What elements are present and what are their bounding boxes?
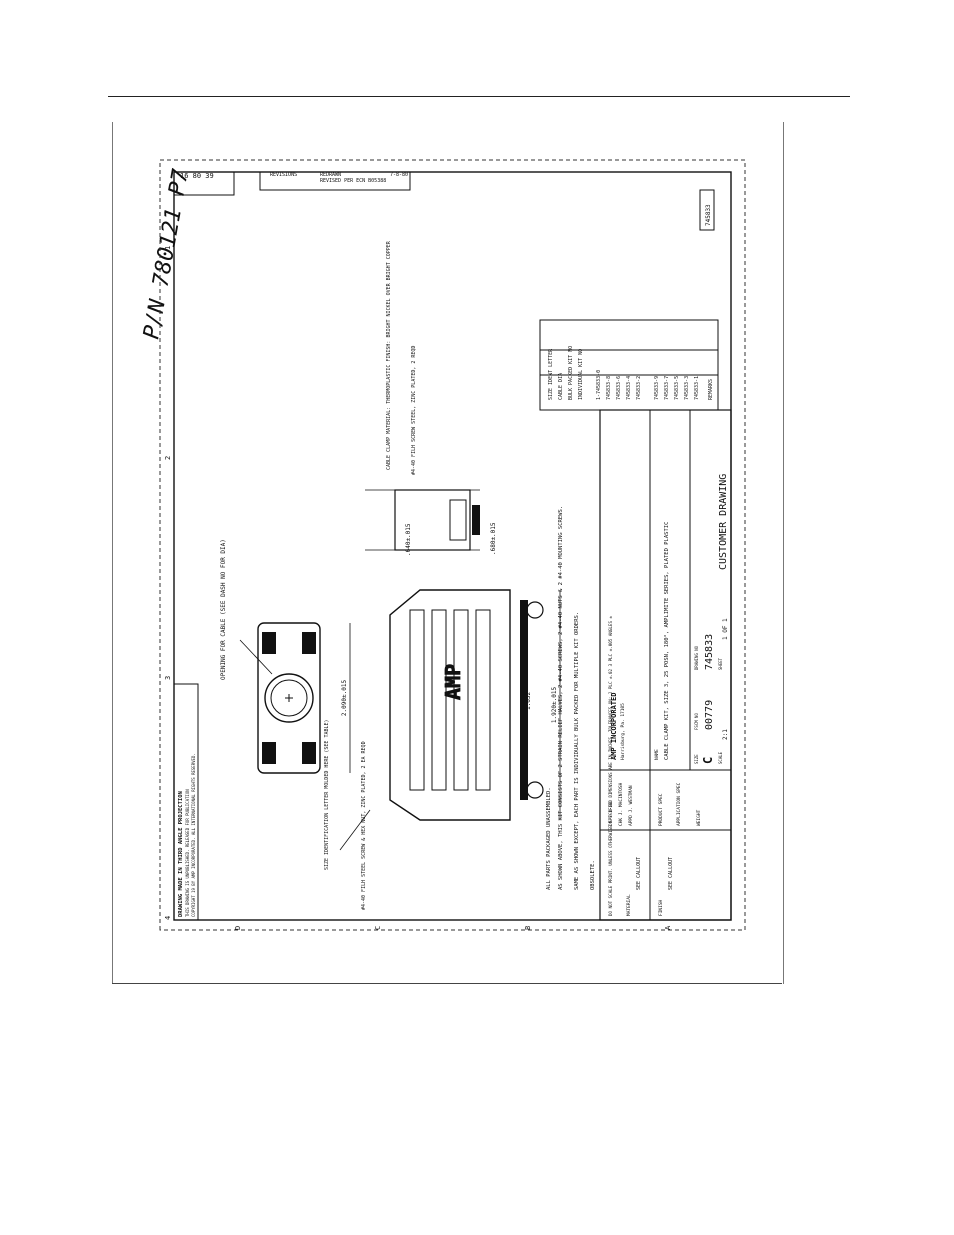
chk-field: CHK J. MACINTOSH bbox=[618, 782, 624, 826]
kit-row-1-individual: 745833-9 bbox=[654, 376, 660, 400]
size-value: C bbox=[701, 757, 715, 764]
title-block: DO NOT SCALE PRINT. UNLESS OTHERWISE SPE… bbox=[599, 409, 732, 921]
inner-border bbox=[173, 171, 732, 921]
kit-header-size: SIZE IDENT LETTER bbox=[548, 348, 554, 400]
callout-opening: OPENING FOR CABLE (SEE DASH NO FOR DIA) bbox=[220, 539, 227, 680]
appd-field: APPD J. WESTMAN bbox=[628, 785, 634, 826]
zone-letter-d: D bbox=[234, 926, 242, 930]
kit-row-2-bulk: 745833-8 bbox=[606, 376, 612, 400]
rev-a: REDRAWN bbox=[320, 172, 341, 178]
note-2: AS SHOWN ABOVE, THIS KIT CONSISTS OF 2 S… bbox=[558, 506, 564, 890]
callout-film-screw: #4-40 FILH SCREW STEEL, ZINC PLATED, 2 R… bbox=[411, 346, 417, 475]
finish-value: SEE CALLOUT bbox=[668, 857, 674, 890]
kit-row-2-individual: 745833-7 bbox=[664, 376, 670, 400]
scan-bottom-edge bbox=[112, 983, 782, 984]
callout-cable-clamp: CABLE CLAMP MATERIAL: THERMOPLASTIC FINI… bbox=[386, 240, 392, 470]
drawing-no-value: 745833 bbox=[704, 634, 715, 670]
note-4: OBSOLETE. bbox=[590, 860, 596, 890]
name-label: NAME bbox=[654, 749, 660, 760]
front-view: 1.920±.015 1.652 AMP bbox=[389, 589, 561, 821]
kit-header-individual: INDIVIDUAL KIT NO bbox=[578, 349, 584, 400]
release-note: THIS DRAWING IS UNPUBLISHED. RELEASED FO… bbox=[185, 789, 190, 917]
dim-width: 2.090±.015 bbox=[341, 680, 348, 717]
kit-row-4-individual: 745833-3 bbox=[684, 376, 690, 400]
note-3: SAME AS SHOWN EXCEPT, EACH PART IS INDIV… bbox=[574, 612, 580, 890]
product-spec-label: PRODUCT SPEC bbox=[658, 793, 664, 826]
callout-size-id: SIZE IDENTIFICATION LETTER MOLDED HERE (… bbox=[324, 719, 330, 870]
side-view: .640±.015 .680±.015 bbox=[365, 489, 497, 556]
part-ref-tab: 745833 bbox=[705, 204, 712, 226]
zone-number-4: 1 bbox=[164, 246, 172, 250]
outer-border bbox=[159, 159, 746, 931]
weight-label: WEIGHT bbox=[696, 809, 702, 826]
material-value: SEE CALLOUT bbox=[636, 857, 642, 890]
dim-top: .680±.015 bbox=[490, 522, 497, 555]
company-name: AMP INCORPORATED bbox=[610, 693, 618, 760]
zone-number-1: 4 bbox=[164, 916, 172, 920]
zone-number-2: 3 bbox=[164, 676, 172, 680]
sheet-label: SHEET bbox=[718, 657, 723, 670]
customer-drawing: CUSTOMER DRAWING bbox=[718, 474, 729, 570]
loc-box: 16 80 39 bbox=[180, 172, 214, 180]
handwritten-note: P/N 780121 P7 bbox=[139, 166, 194, 341]
callout-screw-nut: #4-40 FILH STEEL SCREW & HEX NUT, ZINC P… bbox=[361, 741, 367, 910]
revisions-heading: REVISIONS bbox=[270, 172, 297, 178]
kit-row-4-bulk: 745833-4 bbox=[626, 376, 632, 400]
kit-header-bulk: BULK PACKED KIT NO bbox=[568, 346, 574, 400]
amp-logo: AMP bbox=[441, 664, 465, 700]
projection-note: DRAWING MADE IN THIRD ANGLE PROJECTION bbox=[178, 791, 184, 917]
kit-row-3-individual: 745833-5 bbox=[674, 376, 680, 400]
company-sub: Harrisburg, Pa. 17105 bbox=[620, 703, 626, 760]
dr-field: DR 7-8-80 bbox=[608, 801, 614, 826]
application-spec-label: APPLICATION SPEC bbox=[676, 782, 682, 826]
kit-row-1-bulk: 1-745833-0 bbox=[596, 370, 602, 400]
fscm-label: FSCM NO bbox=[694, 713, 699, 730]
projection-box bbox=[173, 683, 199, 921]
kit-header-dia: CABLE DIA bbox=[558, 373, 564, 400]
page-top-rule bbox=[108, 96, 850, 97]
dim-length: 1.920±.015 bbox=[551, 687, 558, 724]
fscm-value: 00779 bbox=[704, 700, 715, 730]
zone-letter-a: A bbox=[664, 925, 672, 930]
finish-label: FINISH bbox=[658, 899, 664, 916]
kit-remarks: REMARKS bbox=[708, 379, 714, 400]
zone-letter-c: C bbox=[374, 926, 382, 930]
scan-frame bbox=[112, 122, 784, 984]
note-1: ALL PARTS PACKAGED UNASSEMBLED. bbox=[546, 787, 552, 890]
rev-a-date: 7-8-80 bbox=[390, 172, 408, 178]
kit-row-3-bulk: 745833-6 bbox=[616, 376, 622, 400]
tolerance-note: DO NOT SCALE PRINT. UNLESS OTHERWISE SPE… bbox=[608, 616, 613, 916]
drawing-sheet: 4 3 2 1 D C B A DRAWING MADE IN THIRD AN… bbox=[159, 159, 746, 931]
kit-row-5-bulk: 745833-2 bbox=[636, 376, 642, 400]
top-view: 2.090±.015 bbox=[257, 622, 351, 774]
drawing-title: CABLE CLAMP KIT, SIZE 3, 25 POSN, 180°, … bbox=[664, 522, 670, 760]
scale-value: 2:1 bbox=[722, 729, 729, 740]
notes-block: ALL PARTS PACKAGED UNASSEMBLED. AS SHOWN… bbox=[546, 506, 596, 890]
sheet-value: 1 OF 1 bbox=[722, 618, 729, 640]
kit-table: SIZE IDENT LETTER CABLE DIA BULK PACKED … bbox=[539, 319, 719, 411]
copyright-note: COPYRIGHT 19 BY AMP INCORPORATED. ALL IN… bbox=[191, 753, 196, 917]
drawing-no-label: DRAWING NO bbox=[694, 645, 699, 670]
dim-body: 1.652 bbox=[525, 692, 532, 710]
revisions-block: REVISIONS REDRAWN REVISED PER ECN B05388… bbox=[259, 171, 411, 191]
scale-label: SCALE bbox=[718, 751, 723, 764]
dim-bottom: .640±.015 bbox=[405, 523, 412, 556]
zone-number-3: 2 bbox=[164, 456, 172, 460]
material-label: MATERIAL bbox=[626, 894, 632, 916]
rev-b: REVISED PER ECN B05388 bbox=[320, 178, 386, 184]
kit-row-5-individual: 745833-1 bbox=[694, 376, 700, 400]
zone-letter-b: B bbox=[524, 926, 532, 930]
size-label: SIZE bbox=[694, 754, 699, 764]
